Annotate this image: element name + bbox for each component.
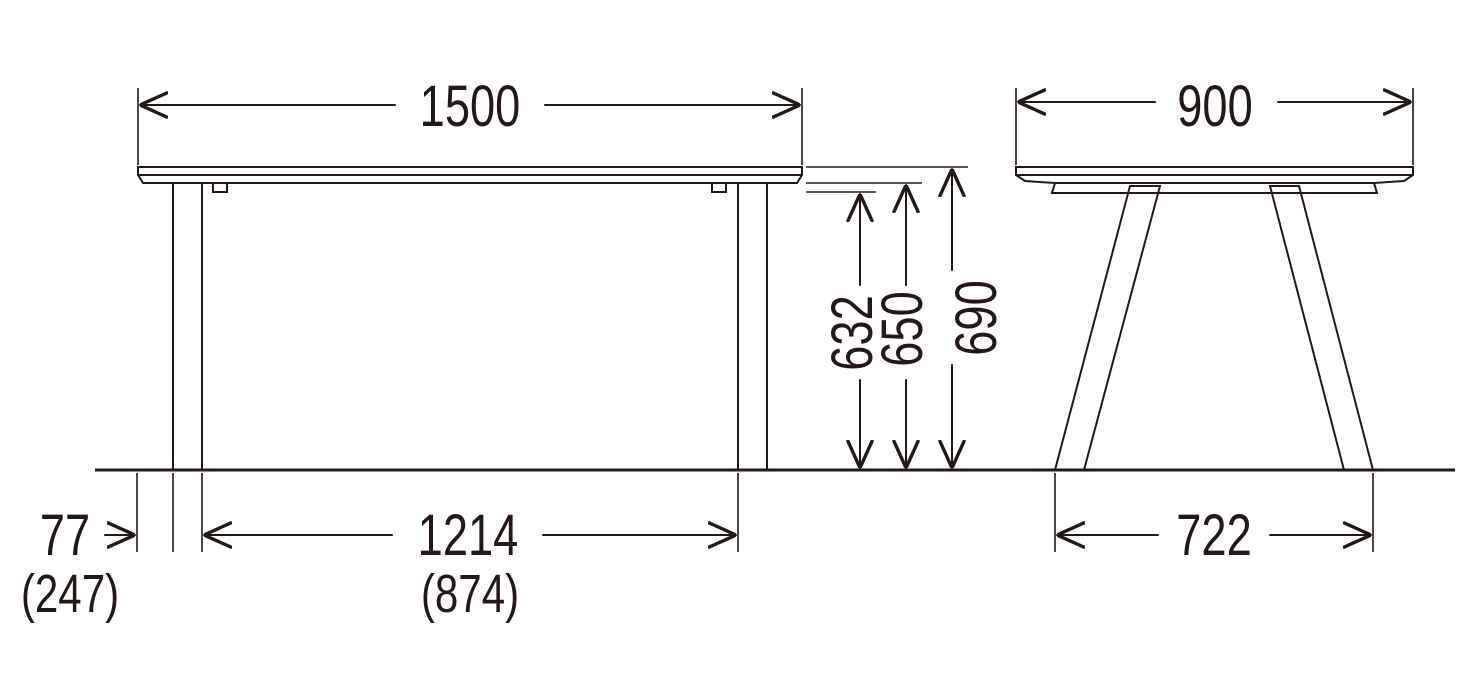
side-tabletop bbox=[1015, 166, 1414, 194]
dim-label-1214: 1214 bbox=[418, 504, 519, 569]
dim-label-650: 650 bbox=[871, 291, 936, 366]
dim-width-front: 1500 bbox=[137, 75, 803, 165]
dim-label-690: 690 bbox=[945, 280, 1010, 355]
dim-label-900: 900 bbox=[1177, 75, 1252, 140]
dim-label-1500: 1500 bbox=[420, 75, 521, 140]
dim-side-leg-span: 722 bbox=[1054, 473, 1374, 569]
front-bracket-left bbox=[212, 182, 228, 193]
front-view bbox=[137, 166, 803, 471]
dim-heights: 632 650 690 bbox=[806, 166, 1010, 469]
dim-width-side: 900 bbox=[1015, 75, 1414, 165]
dim-leg-offset: 77 (247) bbox=[21, 473, 174, 624]
side-leg-right bbox=[1268, 185, 1375, 471]
dim-label-77: 77 bbox=[40, 504, 90, 569]
dim-label-632: 632 bbox=[821, 295, 886, 370]
side-view bbox=[1015, 166, 1414, 471]
front-leg-left bbox=[172, 182, 203, 471]
dim-leg-span: 1214 (874) bbox=[201, 473, 739, 624]
dim-label-247: (247) bbox=[21, 564, 119, 624]
dim-label-874: (874) bbox=[421, 564, 519, 624]
side-leg-left bbox=[1053, 185, 1162, 471]
front-leg-right bbox=[737, 182, 768, 471]
dim-label-722: 722 bbox=[1176, 504, 1251, 569]
front-bracket-right bbox=[711, 182, 727, 193]
